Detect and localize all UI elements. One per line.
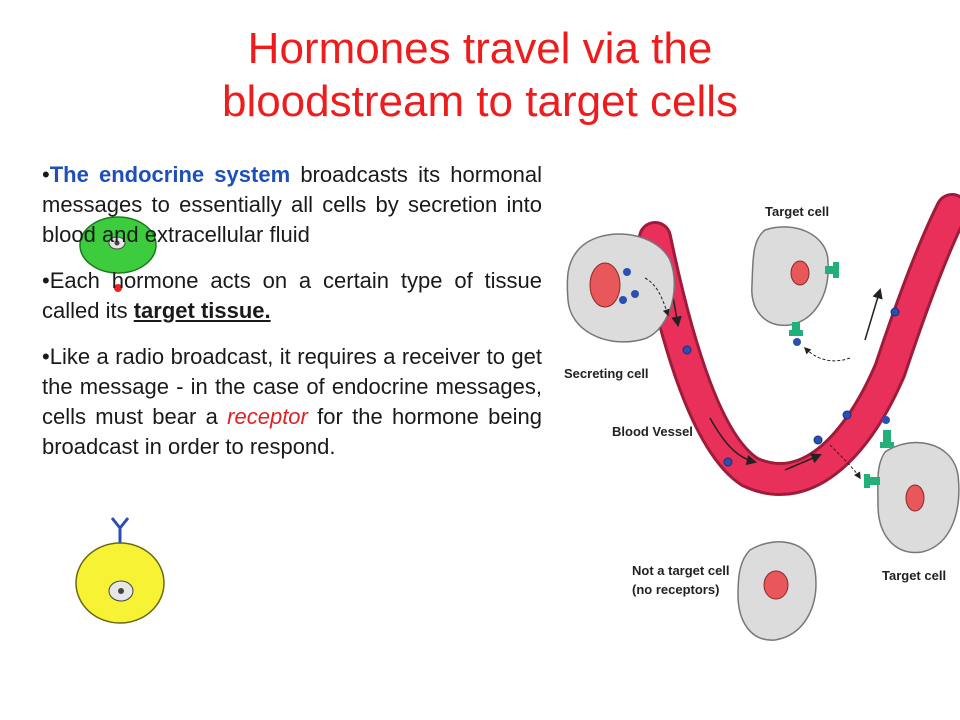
title-line-1: Hormones travel via the bbox=[247, 24, 713, 73]
bullet-emphasis: target tissue. bbox=[133, 298, 271, 323]
secreting-cell-label: Secreting cell bbox=[564, 366, 649, 381]
target-cell-right bbox=[829, 416, 960, 554]
bullet-list: •The endocrine system broadcasts its hor… bbox=[42, 160, 542, 478]
target-cell-right-label: Target cell bbox=[882, 568, 946, 583]
bullet-text: broadcasts its hormonal messages to esse… bbox=[42, 162, 542, 247]
bullet-text: for the hormone being broadcast in order… bbox=[42, 404, 542, 459]
bullet-endocrine-system: •The endocrine system broadcasts its hor… bbox=[42, 162, 542, 247]
slide-title: Hormones travel via the bloodstream to t… bbox=[0, 22, 960, 128]
green-cell-icon bbox=[79, 216, 157, 292]
secreting-cell bbox=[566, 233, 676, 343]
bullet-highlight: The endocrine system bbox=[49, 162, 291, 187]
hormone-molecules bbox=[682, 307, 900, 467]
bullet-radio-broadcast: •Like a radio broadcast, it requires a r… bbox=[42, 344, 542, 459]
title-line-2: bloodstream to target cells bbox=[221, 77, 739, 126]
bullet-receptor-word: receptor bbox=[227, 404, 308, 429]
non-target-cell bbox=[737, 541, 817, 641]
blood-vessel-inner bbox=[641, 196, 960, 493]
non-target-label: Not a target cell bbox=[632, 563, 730, 578]
flow-arrow-icon bbox=[864, 287, 883, 341]
target-cell-top bbox=[751, 226, 851, 362]
bullet-target-tissue: •Each hormone acts on a certain type of … bbox=[42, 268, 542, 323]
target-cell-top-label: Target cell bbox=[765, 204, 829, 219]
hormone-transport-diagram: Secreting cell Blood Vessel Target cell … bbox=[564, 193, 960, 641]
flow-arrow-icon bbox=[784, 453, 822, 471]
non-target-sublabel: (no receptors) bbox=[632, 582, 719, 597]
blood-vessel-label: Blood Vessel bbox=[612, 424, 693, 439]
flow-arrow-icon bbox=[709, 417, 758, 466]
yellow-receptor-cell-icon bbox=[75, 517, 165, 624]
bullet-text: Like a radio broadcast, it requires a re… bbox=[42, 344, 542, 429]
bullet-text: Each hormone acts on a certain type of t… bbox=[42, 268, 542, 323]
